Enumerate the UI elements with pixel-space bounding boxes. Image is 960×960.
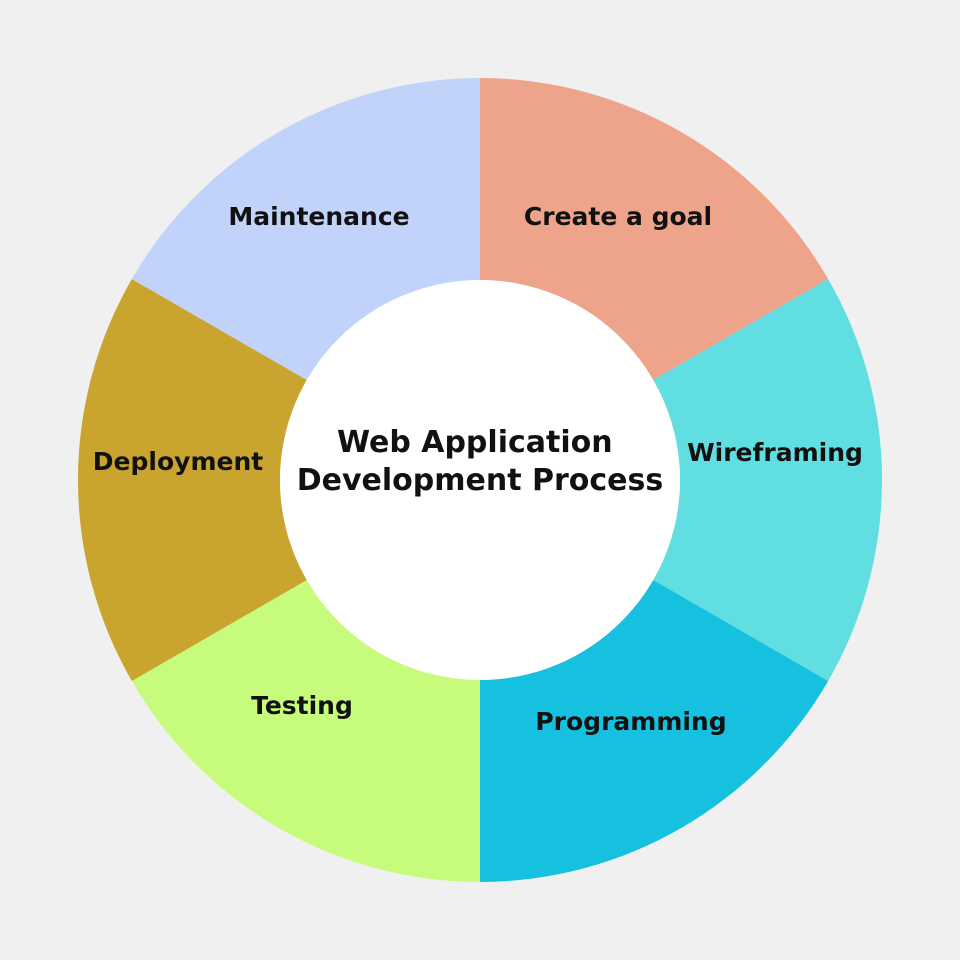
segment-wireframing [653, 279, 882, 681]
center-title-line-2: Development Process [297, 463, 664, 498]
center-hub [280, 280, 680, 680]
segment-label-programming: Programming [535, 707, 726, 736]
center-title-line-1: Web Application [337, 425, 613, 460]
segment-create-a-goal [480, 78, 829, 380]
segment-label-testing: Testing [251, 691, 353, 720]
segment-maintenance [131, 78, 480, 380]
segment-programming [480, 580, 829, 882]
segment-label-create-a-goal: Create a goal [524, 202, 712, 231]
segment-label-deployment: Deployment [93, 447, 263, 476]
center-title: Web Application Development Process [297, 425, 664, 498]
segment-label-maintenance: Maintenance [228, 202, 409, 231]
segment-deployment [77, 279, 307, 681]
wheel-segments [77, 78, 882, 882]
segment-testing [131, 580, 480, 882]
segment-label-wireframing: Wireframing [687, 438, 863, 467]
